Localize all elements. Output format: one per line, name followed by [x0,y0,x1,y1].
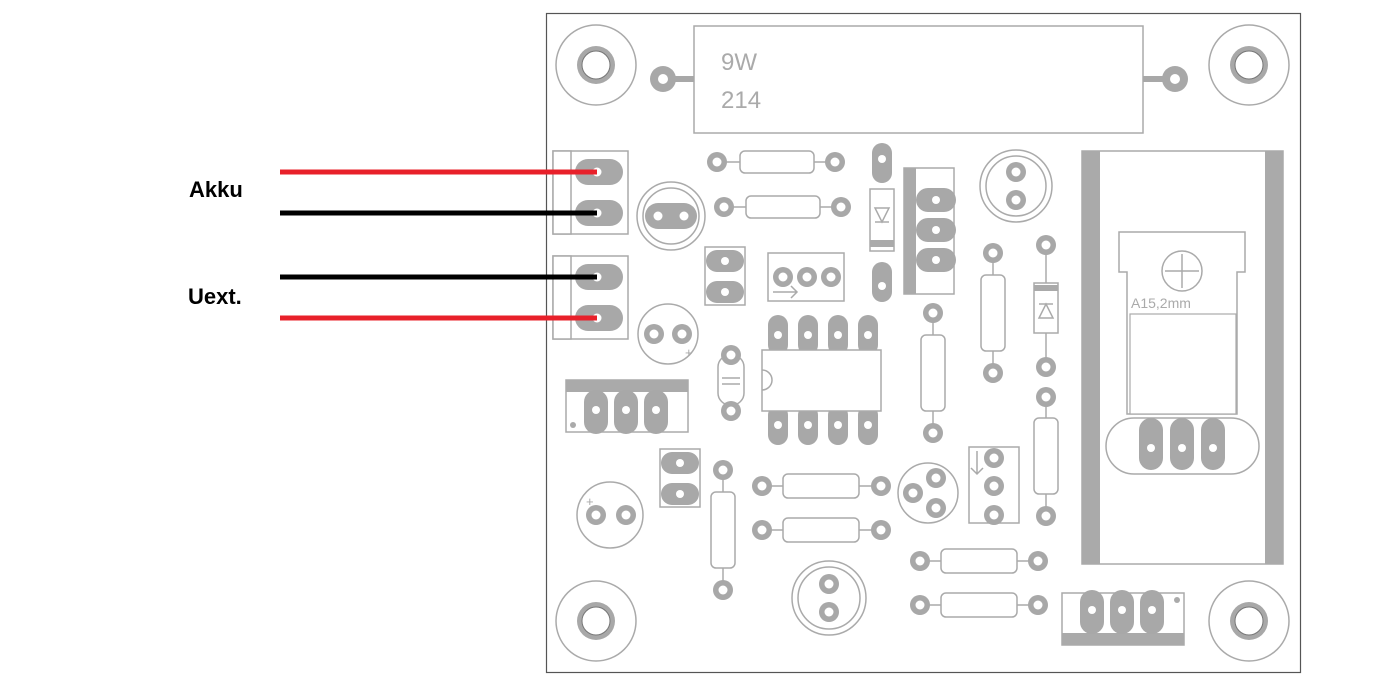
svg-text:+: + [685,345,693,360]
resistor-r6 [910,592,1048,618]
svg-text:+: + [586,494,594,509]
diode-d2 [1033,235,1059,377]
terminal-block-akku [552,150,629,235]
jumper-j1 [704,246,746,306]
resistor-r2 [714,195,851,219]
jumper-j2 [659,448,701,508]
resistor-r3 [752,473,891,499]
capacitor-ceramic [717,345,745,421]
capacitor-c5 [791,560,867,636]
akku-label: Akku [189,177,243,202]
trimmer-t2 [968,446,1020,525]
resistor-r8 [980,243,1006,383]
resistor-r9 [1033,387,1059,526]
resistor-power-text: 9W [721,49,757,76]
transistor-vertical [903,167,956,295]
capacitor-c2: + [637,303,699,365]
uext-label: Uext. [188,284,242,309]
transistor-horizontal-bottom [1061,590,1185,646]
diode-d1 [869,143,895,302]
transistor-horizontal-left [565,379,689,434]
terminal-block-uext [552,255,629,340]
ic-dip8 [761,315,882,445]
mounting-hole-bottom-left [555,580,637,662]
power-resistor: 9W 214 [650,25,1188,134]
capacitor-c4: + [576,481,644,549]
transistor-round [897,462,959,524]
capacitor-c3 [979,149,1053,223]
resistor-value-text: 214 [721,87,761,114]
resistor-r10 [710,460,736,600]
resistor-r5 [910,548,1048,574]
heatsink: A15,2mm [1081,150,1284,565]
resistor-r4 [752,517,891,543]
heatsink-label: A15,2mm [1131,295,1191,311]
mounting-hole-top-right [1208,24,1290,106]
mounting-hole-top-left [555,24,637,106]
trimmer-t1 [767,252,845,302]
mounting-hole-bottom-right [1208,580,1290,662]
capacitor-c1 [636,181,706,251]
resistor-r7 [920,303,946,443]
resistor-r1 [707,150,845,174]
